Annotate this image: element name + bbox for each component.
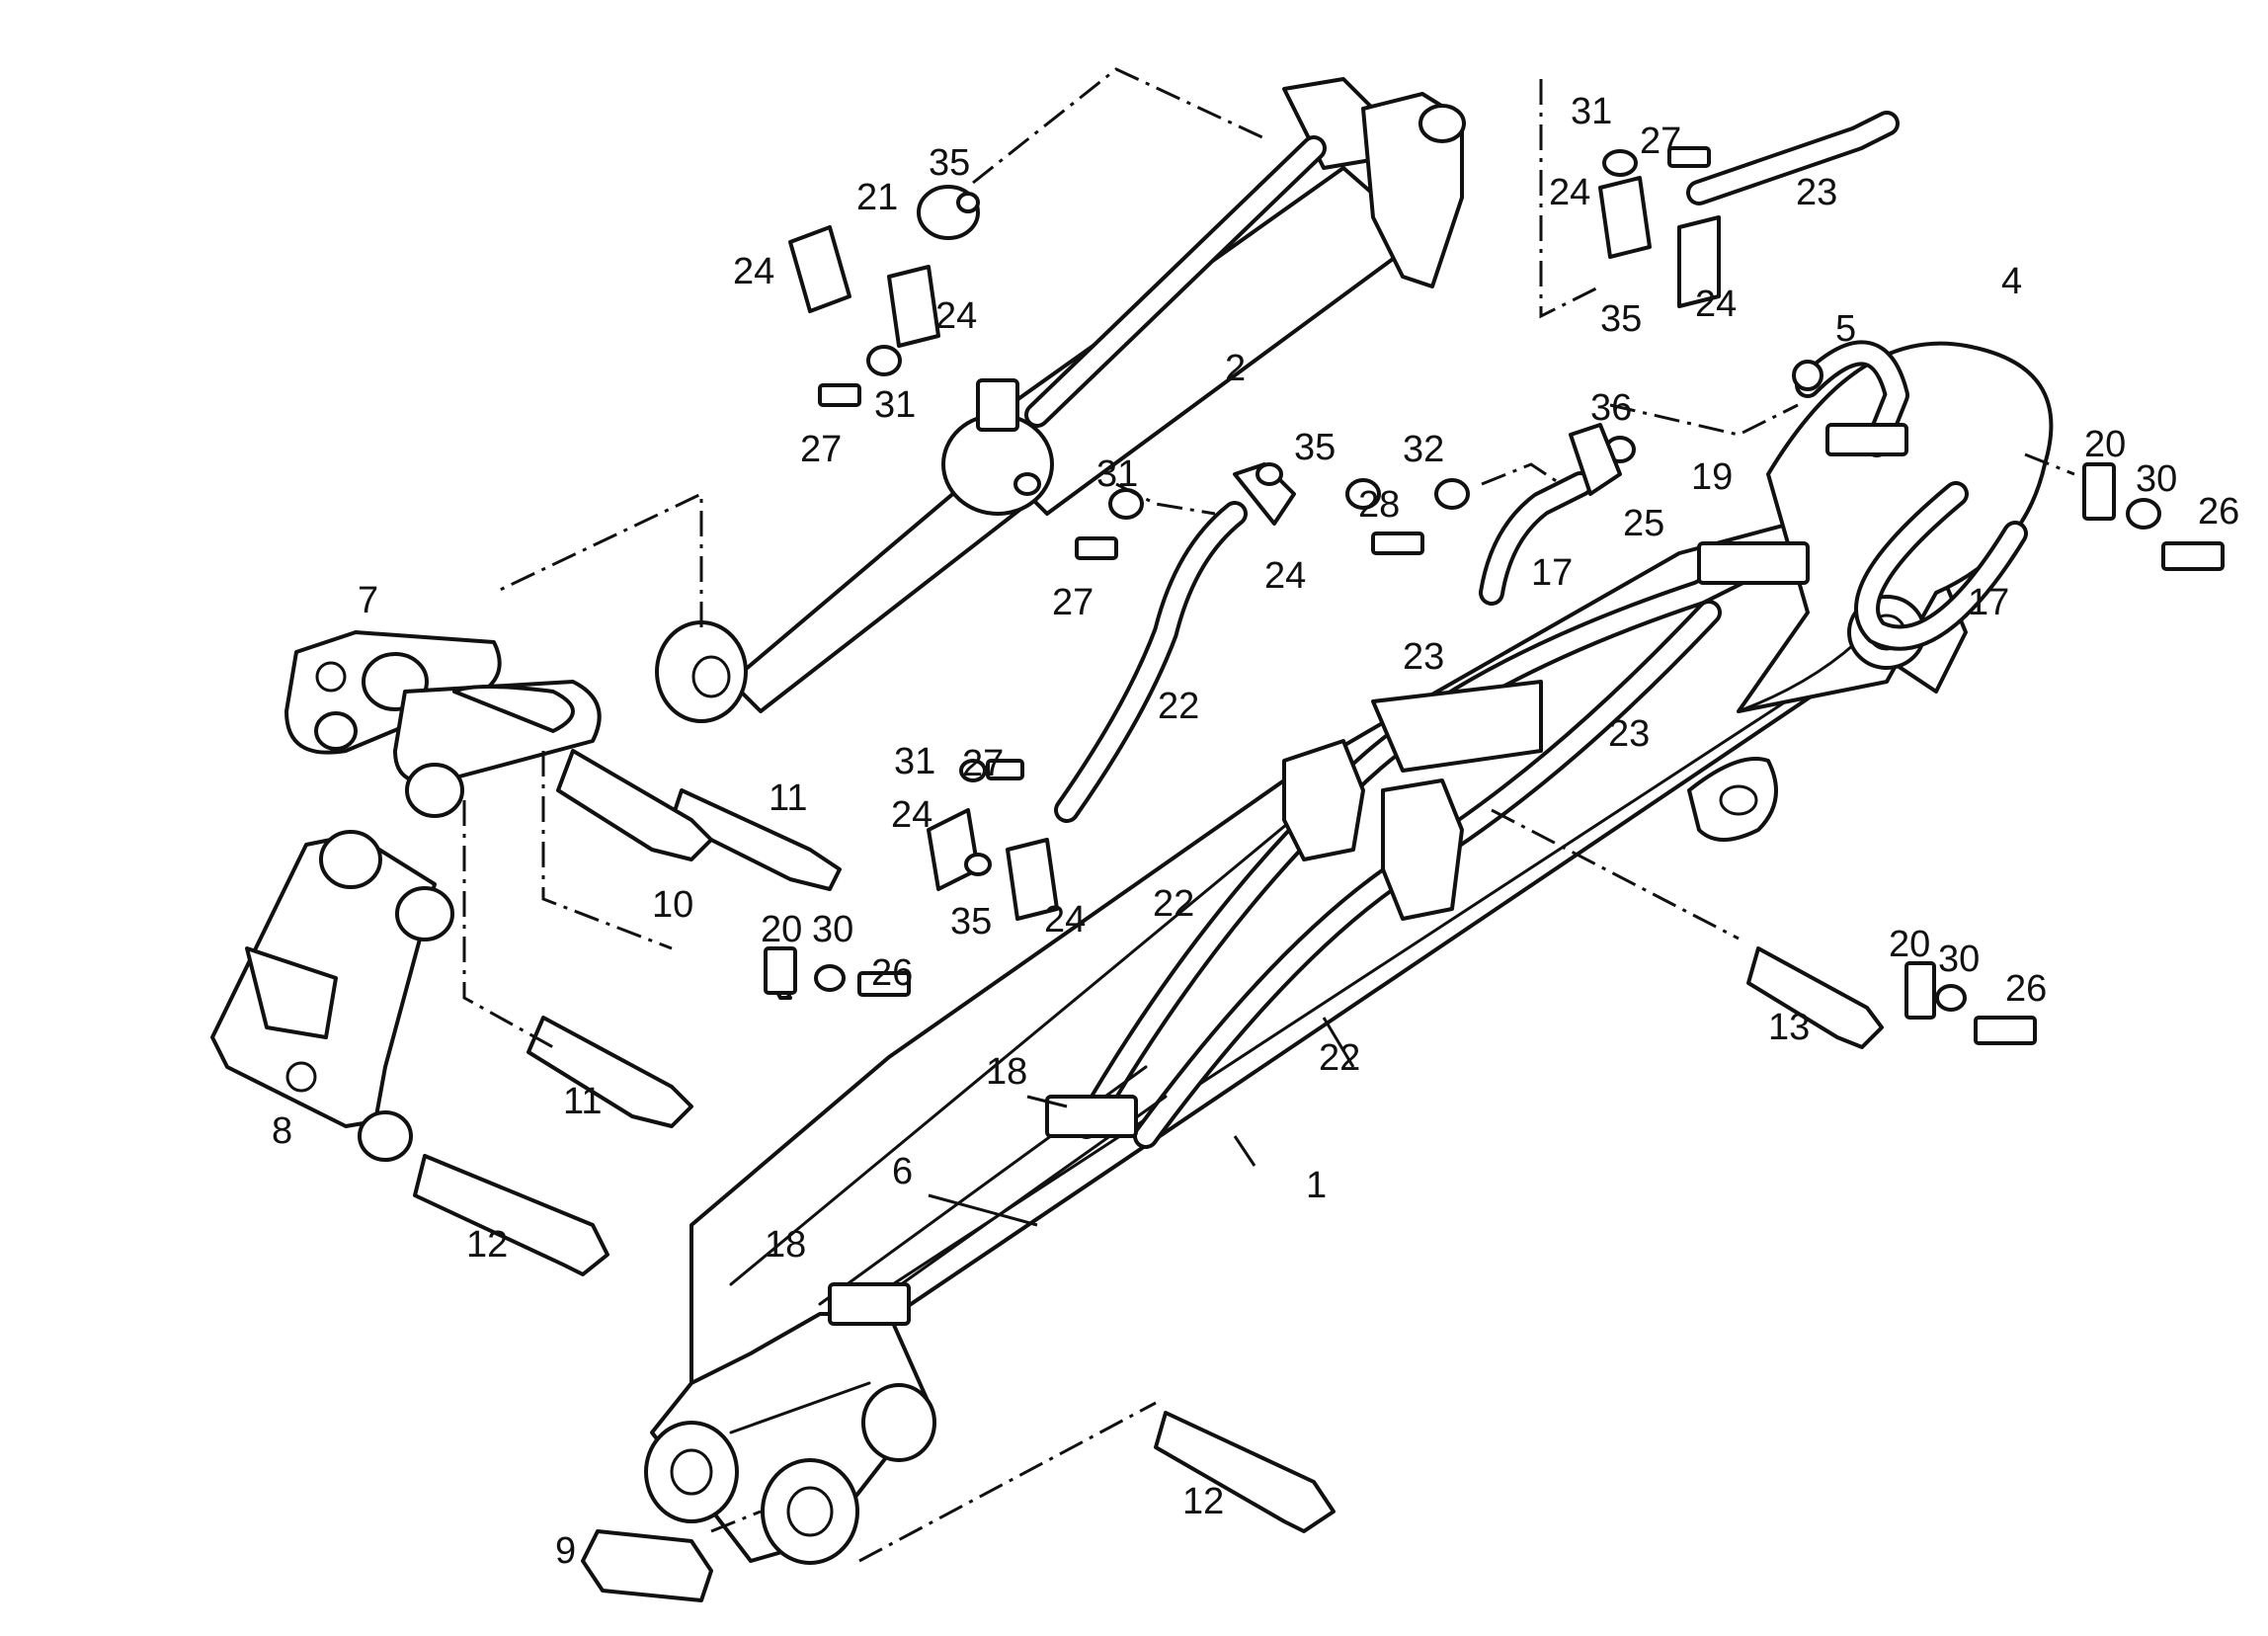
valve-blocks bbox=[1282, 680, 1543, 921]
link-plates bbox=[284, 630, 602, 818]
callout-25: 25 bbox=[1623, 503, 1664, 544]
callout-18-upper: 18 bbox=[986, 1051, 1027, 1093]
callout-1: 1 bbox=[1306, 1165, 1327, 1206]
callout-24-b: 24 bbox=[935, 295, 977, 337]
callout-20-mid: 20 bbox=[761, 909, 802, 950]
callout-26-right: 26 bbox=[2198, 491, 2239, 532]
callout-11-upper: 11 bbox=[769, 777, 807, 819]
hose-clamps bbox=[828, 423, 1908, 1326]
callout-24-f: 24 bbox=[891, 794, 932, 836]
callouts: 1 2 4 5 6 7 8 9 10 11 11 12 12 13 17 17 … bbox=[272, 91, 2239, 1572]
link-frame bbox=[210, 830, 454, 1162]
leader-lines bbox=[462, 67, 2075, 1563]
callout-11-lower: 11 bbox=[563, 1081, 602, 1122]
callout-31-lower: 31 bbox=[894, 741, 935, 782]
callout-20-right: 20 bbox=[2084, 424, 2126, 465]
callout-26-lower: 26 bbox=[2005, 968, 2047, 1010]
callout-24-c: 24 bbox=[1549, 172, 1590, 213]
callout-10: 10 bbox=[652, 884, 693, 926]
callout-13: 13 bbox=[1768, 1007, 1810, 1048]
callout-27-lower: 27 bbox=[962, 743, 1004, 784]
callout-35-mid: 35 bbox=[1294, 427, 1336, 468]
callout-20-lower: 20 bbox=[1889, 924, 1930, 965]
callout-32: 32 bbox=[1403, 429, 1444, 470]
callout-28: 28 bbox=[1358, 484, 1400, 526]
callout-31-top-right: 31 bbox=[1571, 91, 1612, 132]
callout-36: 36 bbox=[1590, 387, 1632, 429]
fasteners bbox=[764, 146, 2225, 1045]
lift-cylinder bbox=[655, 77, 1466, 723]
pins bbox=[413, 749, 1884, 1602]
callout-24-a: 24 bbox=[733, 251, 774, 292]
callout-18-lower: 18 bbox=[765, 1224, 806, 1266]
callout-24-g: 24 bbox=[1044, 899, 1086, 941]
callout-31-mid: 31 bbox=[1096, 453, 1138, 495]
callout-30-lower: 30 bbox=[1938, 939, 1980, 980]
callout-17-mid: 17 bbox=[1531, 552, 1573, 594]
callout-9: 9 bbox=[555, 1530, 576, 1572]
boom-arm bbox=[644, 341, 2054, 1565]
callout-26-mid: 26 bbox=[871, 952, 913, 994]
callout-17-right: 17 bbox=[1968, 582, 2009, 623]
callout-35-lower: 35 bbox=[950, 901, 992, 942]
callout-12-left: 12 bbox=[466, 1224, 508, 1266]
callout-27-left: 27 bbox=[800, 429, 842, 470]
callout-23-mid: 23 bbox=[1403, 636, 1444, 678]
callout-12-bottom: 12 bbox=[1182, 1481, 1224, 1522]
callout-5: 5 bbox=[1835, 308, 1856, 350]
callout-21: 21 bbox=[856, 177, 898, 218]
callout-22-upper: 22 bbox=[1158, 686, 1199, 727]
callout-22-left: 22 bbox=[1153, 883, 1194, 925]
callout-4: 4 bbox=[2001, 261, 2022, 302]
callout-2: 2 bbox=[1225, 348, 1246, 389]
callout-24-d: 24 bbox=[1695, 284, 1737, 325]
callout-23-lower: 23 bbox=[1608, 713, 1650, 755]
callout-31-left: 31 bbox=[874, 384, 916, 426]
callout-35-top-right: 35 bbox=[1600, 298, 1642, 340]
callout-23-top: 23 bbox=[1796, 172, 1837, 213]
callout-30-mid: 30 bbox=[812, 909, 853, 950]
callout-35-top: 35 bbox=[929, 142, 970, 184]
callout-22-lower: 22 bbox=[1319, 1037, 1360, 1079]
callout-27-top-right: 27 bbox=[1640, 121, 1681, 162]
callout-24-e: 24 bbox=[1264, 555, 1306, 597]
callout-7: 7 bbox=[358, 580, 378, 621]
callout-30-right: 30 bbox=[2136, 458, 2177, 500]
callout-6: 6 bbox=[892, 1151, 913, 1192]
callout-19: 19 bbox=[1691, 456, 1733, 498]
callout-27-mid: 27 bbox=[1052, 582, 1094, 623]
callout-8: 8 bbox=[272, 1110, 292, 1152]
